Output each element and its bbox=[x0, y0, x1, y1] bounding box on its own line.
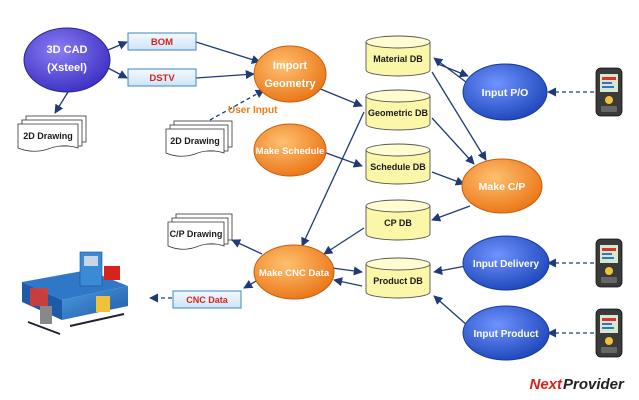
brand-logo: Next Provider bbox=[529, 376, 625, 393]
node-input-po-label: Input P/O bbox=[482, 87, 529, 99]
arrow-import-geometric bbox=[317, 87, 363, 108]
node-input-product: Input Product bbox=[462, 305, 550, 361]
arrow-cad-2d-drawing bbox=[54, 91, 69, 114]
db-product-label: Product DB bbox=[373, 276, 423, 286]
arrow-cp-cpdb bbox=[431, 205, 471, 222]
file-cnc-data: CNC Data bbox=[172, 290, 242, 309]
node-import-geometry: Import Geometry bbox=[253, 45, 327, 103]
db-geometric: Geometric DB bbox=[365, 89, 431, 131]
node-make-cnc-label: Make CNC Data bbox=[259, 268, 330, 279]
brand-logo-part1: Next bbox=[529, 376, 563, 393]
db-material: Material DB bbox=[365, 35, 431, 77]
connectors bbox=[54, 40, 594, 338]
arrow-dstv-import bbox=[195, 70, 255, 80]
arrow-geometric-cnc bbox=[301, 111, 365, 247]
node-input-delivery: Input Delivery bbox=[462, 235, 550, 291]
doc-2d-drawing-left-label: 2D Drawing bbox=[23, 131, 73, 141]
arrow-input-product-product bbox=[433, 295, 469, 327]
arrow-po-material-1 bbox=[433, 57, 467, 83]
node-make-schedule-label: Make Schedule bbox=[256, 146, 325, 157]
doc-2d-drawing-left: 2D Drawing bbox=[17, 115, 87, 152]
node-make-cp: Make C/P bbox=[461, 158, 543, 214]
cnc-machine-icon bbox=[14, 251, 140, 335]
arrow-cad-bom bbox=[107, 40, 128, 51]
db-schedule-label: Schedule DB bbox=[370, 162, 426, 172]
file-dstv: DSTV bbox=[127, 68, 197, 87]
file-dstv-label: DSTV bbox=[149, 73, 175, 84]
arrow-cnc-product-2 bbox=[333, 277, 363, 287]
arrow-bom-import bbox=[195, 41, 261, 64]
db-cp: CP DB bbox=[365, 199, 431, 241]
node-input-product-label: Input Product bbox=[474, 329, 540, 340]
doc-cp-drawing-label: C/P Drawing bbox=[170, 229, 223, 239]
arrow-delivery-product bbox=[433, 265, 467, 275]
node-import-line1: Import bbox=[273, 60, 308, 72]
handheld-terminal-icon bbox=[595, 308, 623, 358]
user-input-annotation: User Input bbox=[228, 105, 278, 116]
node-3d-cad-line1: 3D CAD bbox=[47, 44, 88, 56]
db-product: Product DB bbox=[365, 257, 431, 299]
arrow-geometric-cp bbox=[431, 117, 475, 165]
file-bom-label: BOM bbox=[151, 37, 173, 48]
node-3d-cad: 3D CAD (Xsteel) bbox=[23, 27, 111, 93]
arrow-cnc-cnc-data bbox=[243, 279, 259, 289]
node-3d-cad-line2: (Xsteel) bbox=[47, 62, 87, 74]
node-make-schedule: Make Schedule bbox=[253, 123, 327, 177]
node-input-po: Input P/O bbox=[462, 63, 548, 121]
db-geometric-label: Geometric DB bbox=[368, 108, 429, 118]
file-cnc-data-label: CNC Data bbox=[186, 295, 229, 305]
node-input-delivery-label: Input Delivery bbox=[473, 259, 540, 270]
arrow-cpdb-cnc bbox=[323, 227, 365, 255]
db-material-label: Material DB bbox=[373, 54, 423, 64]
doc-cp-drawing: C/P Drawing bbox=[167, 213, 233, 250]
doc-2d-drawing-mid: 2D Drawing bbox=[165, 120, 233, 157]
brand-logo-part2: Provider bbox=[563, 376, 625, 393]
db-cp-label: CP DB bbox=[384, 218, 412, 228]
arrow-cnc-product-1 bbox=[331, 266, 363, 276]
node-make-cp-label: Make C/P bbox=[479, 181, 526, 193]
node-import-line2: Geometry bbox=[264, 78, 316, 90]
handheld-terminal-icon bbox=[595, 67, 623, 117]
arrow-material-cp bbox=[431, 71, 487, 161]
arrow-user-input-import bbox=[209, 89, 265, 121]
node-make-cnc-data: Make CNC Data bbox=[253, 244, 335, 300]
handheld-terminal-icon bbox=[595, 238, 623, 288]
arrow-schedule-cp bbox=[431, 171, 465, 186]
arrow-cad-dstv bbox=[107, 67, 128, 79]
doc-2d-drawing-mid-label: 2D Drawing bbox=[170, 136, 220, 146]
file-bom: BOM bbox=[127, 32, 197, 51]
db-schedule: Schedule DB bbox=[365, 143, 431, 185]
arrow-cnc-cp-drawing bbox=[231, 239, 263, 255]
arrow-po-material-2 bbox=[437, 63, 469, 78]
